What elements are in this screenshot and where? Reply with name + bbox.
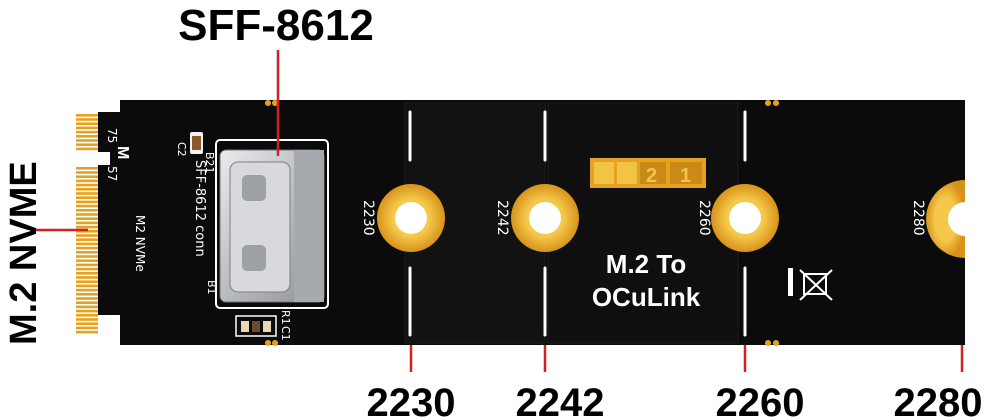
- mount-notch-2280: [926, 180, 982, 258]
- pad-b1-label: B1: [205, 280, 218, 295]
- gold-finger: [76, 259, 98, 262]
- gold-finger: [76, 114, 98, 117]
- hole-label-2260: 2260: [696, 200, 712, 236]
- gold-finger: [76, 293, 98, 296]
- gold-finger: [76, 238, 98, 241]
- pad-c2-label: C2: [175, 142, 188, 157]
- interface-callout: M.2 NVME: [3, 161, 45, 345]
- length-divider-lines: [408, 110, 747, 337]
- gold-finger: [76, 196, 98, 199]
- led-digit-2: 2: [646, 165, 657, 187]
- gold-finger: [76, 221, 98, 225]
- connector-callout: SFF-8612: [178, 1, 374, 50]
- gold-finger: [76, 267, 98, 271]
- gold-finger: [76, 246, 98, 250]
- mount-hole-2242: [511, 184, 579, 252]
- pad-b21-label: B21: [203, 152, 216, 174]
- gold-finger: [76, 305, 98, 309]
- pin-1-label: 1: [105, 318, 119, 326]
- board-title-line2: OCuLink: [592, 282, 701, 312]
- gold-finger: [76, 330, 98, 334]
- length-callout-2242: 2242: [516, 381, 605, 420]
- gold-finger: [76, 326, 98, 330]
- gold-finger: [76, 130, 98, 134]
- gold-finger: [76, 135, 98, 138]
- edge-connector-fingers: [76, 114, 98, 334]
- pin-57-label: 57: [105, 166, 119, 181]
- gold-finger: [76, 217, 98, 220]
- sff-8612-connector: [215, 139, 329, 309]
- gold-finger: [76, 284, 98, 288]
- gold-finger: [76, 167, 98, 170]
- weee-symbol-icon: [788, 268, 833, 301]
- capacitor-c2: [190, 132, 203, 154]
- gold-finger: [76, 171, 98, 174]
- gold-finger: [76, 139, 98, 142]
- gold-finger: [76, 188, 98, 191]
- mount-hole-2260: [711, 184, 779, 252]
- gold-finger: [76, 288, 98, 292]
- gold-finger: [76, 126, 98, 130]
- gold-pad-strip: [590, 158, 706, 188]
- gold-finger: [76, 183, 98, 187]
- board-title-line1: M.2 To: [606, 249, 686, 279]
- gold-finger: [76, 225, 98, 229]
- gold-finger: [76, 297, 98, 300]
- gold-finger: [76, 251, 98, 254]
- gold-finger: [76, 200, 98, 204]
- connector-silk-label: SFF-8612 conn: [192, 160, 207, 257]
- gold-finger: [76, 272, 98, 275]
- gold-finger: [76, 175, 98, 178]
- gold-finger: [76, 280, 98, 283]
- gold-pads: [265, 100, 779, 346]
- gold-finger: [76, 263, 98, 267]
- length-callout-2260: 2260: [716, 381, 805, 420]
- gold-finger: [76, 309, 98, 313]
- gold-finger: [76, 147, 98, 151]
- resistor-r1: [235, 315, 277, 337]
- gold-finger: [76, 204, 98, 208]
- gold-finger: [76, 255, 98, 258]
- length-callout-2280: 2280: [894, 381, 983, 420]
- length-callout-2230: 2230: [367, 381, 456, 420]
- hole-label-2280: 2280: [910, 200, 926, 236]
- pad-c1-label: C1: [279, 326, 292, 341]
- gold-finger: [76, 276, 98, 279]
- gold-finger: [76, 318, 98, 321]
- gold-finger: [76, 179, 98, 183]
- gold-finger: [76, 209, 98, 212]
- pin-75-label: 75: [105, 128, 119, 143]
- gold-finger: [76, 301, 98, 304]
- gold-finger: [76, 322, 98, 325]
- gold-finger: [76, 122, 98, 125]
- callout-lines: [30, 50, 964, 372]
- gold-finger: [76, 192, 98, 195]
- gold-finger: [76, 314, 98, 317]
- gold-finger: [76, 242, 98, 246]
- pad-r1-label: R1: [279, 310, 292, 325]
- gold-finger: [76, 230, 98, 233]
- key-m-label: M: [114, 146, 131, 159]
- hole-label-2242: 2242: [494, 200, 510, 236]
- gold-finger: [76, 143, 98, 146]
- interface-silk-label: M2 NVMe: [133, 215, 147, 272]
- gold-finger: [76, 234, 98, 237]
- hole-label-2230: 2230: [360, 200, 376, 236]
- mount-hole-2230: [377, 184, 445, 252]
- gold-finger: [76, 118, 98, 121]
- led-digit-1: 1: [680, 165, 691, 187]
- gold-finger: [76, 213, 98, 216]
